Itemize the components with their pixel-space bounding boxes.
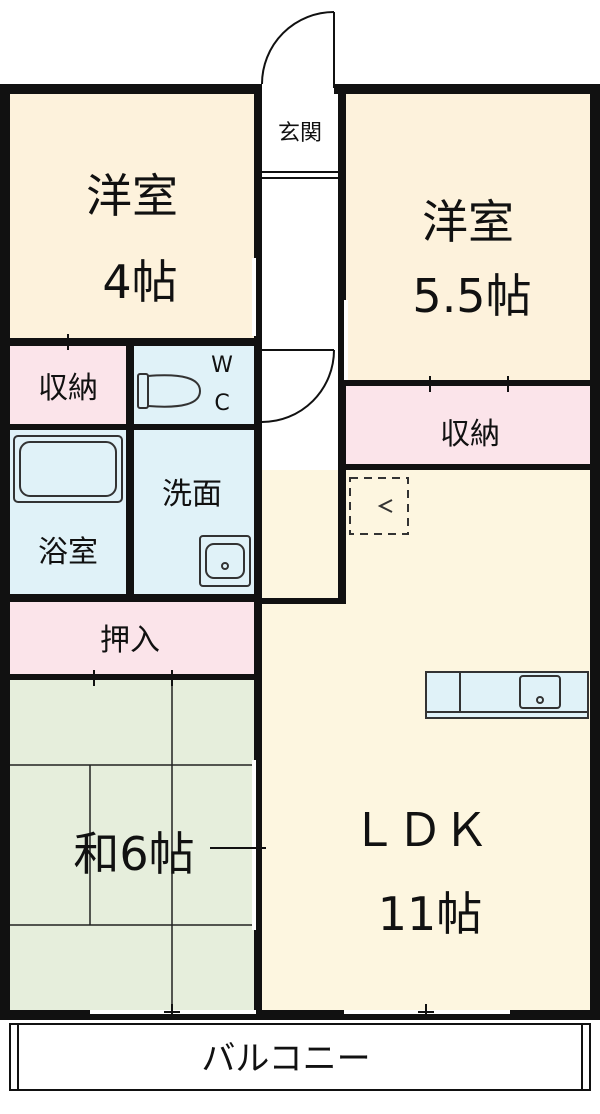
ldk-corridor-extension [262,600,346,620]
entrance-fill [262,92,340,174]
ldk-fill [262,470,592,1012]
storage-right-fill [346,386,592,466]
washroom-label: 洗面 [162,477,222,512]
tatami-mat-lines [8,680,256,1012]
washroom-fill [134,430,256,594]
entrance-step [262,171,338,179]
storage-right-label: 収納 [440,417,500,452]
interior-walls [8,92,592,1012]
storage-left-label: 収納 [38,371,98,406]
bath-label: 浴室 [38,535,98,570]
entrance-label: 玄関 [278,121,322,146]
east-bedroom-name: 洋室 [422,195,514,249]
bath-fill [8,430,128,594]
storage-left-fill [8,346,128,424]
toilet-door-icon [261,349,335,423]
tatami-fill [8,680,256,1012]
refrigerator-space-icon [349,477,409,535]
wash-basin-icon [199,535,251,587]
bathtub-icon [13,435,123,503]
ldk-name: ＬＤＫ [351,803,489,857]
closet-fill [8,600,256,676]
toilet-fill [134,346,256,424]
toilet-icon [137,373,202,409]
west-bedroom-size: 4帖 [102,255,177,309]
east-bedroom-fill [344,92,592,382]
kitchen-counter-icon [425,671,589,719]
closet-label: 押入 [100,623,160,658]
tatami-label: 和6帖 [73,827,194,881]
east-bedroom-size: 5.5帖 [412,269,531,323]
balcony-outline [9,1023,591,1091]
exterior-walls [0,84,600,1020]
balcony-label: バルコニー [201,1039,370,1079]
front-door-icon [261,11,335,88]
toilet-w-label: W [211,353,233,378]
west-bedroom-fill [8,92,256,342]
sliding-door-ticks [60,334,516,1020]
toilet-c-label: C [214,391,229,416]
west-bedroom-name: 洋室 [86,169,178,223]
ldk-size: 11帖 [378,887,483,941]
